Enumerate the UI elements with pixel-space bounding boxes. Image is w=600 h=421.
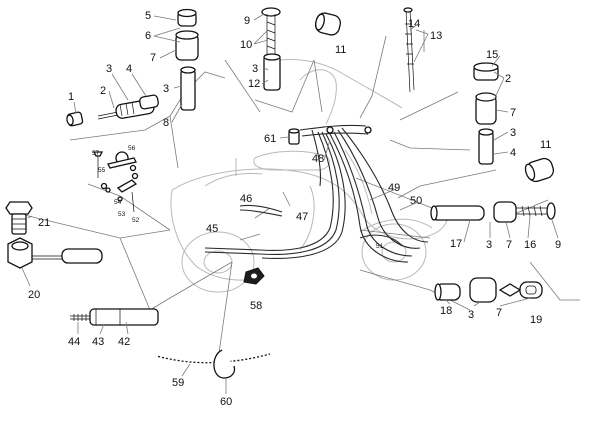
callout-56: 56 — [128, 145, 136, 152]
callout-54: 54 — [114, 199, 122, 206]
cable-harness — [204, 124, 429, 263]
callout-50: 50 — [410, 195, 422, 207]
part-left-adjuster — [97, 94, 159, 120]
callout-12: 12 — [248, 78, 260, 90]
callout-3: 3 — [163, 83, 169, 95]
callout-7: 7 — [150, 52, 156, 64]
part-58-clip — [243, 267, 265, 285]
part-braided-hose — [155, 349, 271, 379]
callout-10: 10 — [240, 39, 252, 51]
part-61-sleeve — [288, 128, 300, 145]
callout-ticks — [21, 13, 559, 394]
part-bottom-right-assembly — [434, 277, 543, 303]
callout-17: 17 — [450, 238, 462, 250]
callout-4: 4 — [126, 63, 132, 75]
part-right-horizontal-assembly — [430, 201, 556, 223]
callout-55: 55 — [98, 167, 106, 174]
callout-58: 58 — [250, 300, 262, 312]
callout-2: 2 — [100, 85, 106, 97]
callout-21: 21 — [38, 217, 50, 229]
part-1-nut — [66, 111, 84, 127]
callout-44: 44 — [68, 336, 80, 348]
part-bottom-left-cable-end — [70, 308, 159, 326]
callout-3: 3 — [486, 239, 492, 251]
callout-15: 15 — [486, 49, 498, 61]
callout-5: 5 — [145, 10, 151, 22]
callout-3: 3 — [510, 127, 516, 139]
callout-57: 57 — [92, 150, 100, 157]
callout-49: 49 — [388, 182, 400, 194]
callout-8: 8 — [163, 117, 169, 129]
callout-18: 18 — [440, 305, 452, 317]
callout-6: 6 — [145, 30, 151, 42]
part-small-hardware-group — [92, 151, 139, 213]
part-11-right-clamp — [524, 157, 555, 183]
callout-3: 3 — [106, 63, 112, 75]
part-vertical-stack-center — [261, 7, 342, 91]
part-vertical-stack-right — [473, 62, 499, 165]
callout-9: 9 — [244, 15, 250, 27]
callout-11: 11 — [335, 44, 346, 56]
part-21-bolt — [5, 201, 33, 235]
callout-46: 46 — [240, 193, 252, 205]
callout-53: 53 — [118, 211, 126, 218]
part-20-nut-with-cable — [7, 237, 103, 269]
callout-48: 48 — [312, 153, 324, 165]
callout-3: 3 — [468, 309, 474, 321]
part-long-screw — [403, 7, 415, 93]
callout-47: 47 — [296, 211, 308, 223]
scooter-silhouette — [170, 59, 449, 293]
callout-1: 1 — [68, 91, 74, 103]
callout-7: 7 — [496, 307, 502, 319]
callout-61: 61 — [264, 133, 276, 145]
callout-59: 59 — [172, 377, 184, 389]
callout-16: 16 — [524, 239, 536, 251]
callout-52: 52 — [132, 217, 140, 224]
callout-labels: 1 2 3 4 5 6 7 3 8 9 10 11 3 12 14 13 15 … — [28, 10, 561, 408]
callout-11: 11 — [540, 139, 551, 151]
callout-51: 51 — [376, 243, 384, 250]
callout-60: 60 — [220, 396, 232, 408]
callout-45: 45 — [206, 223, 218, 235]
callout-43: 43 — [92, 336, 104, 348]
callout-7: 7 — [510, 107, 516, 119]
callout-7: 7 — [506, 239, 512, 251]
callout-14: 14 — [408, 18, 420, 30]
callout-3: 3 — [252, 63, 258, 75]
callout-2: 2 — [505, 73, 511, 85]
callout-42: 42 — [118, 336, 130, 348]
callout-20: 20 — [28, 289, 40, 301]
callout-9: 9 — [555, 239, 561, 251]
callout-13: 13 — [430, 30, 442, 42]
callout-19: 19 — [530, 314, 542, 326]
callout-4: 4 — [510, 147, 516, 159]
part-vertical-stack-left — [175, 8, 199, 111]
